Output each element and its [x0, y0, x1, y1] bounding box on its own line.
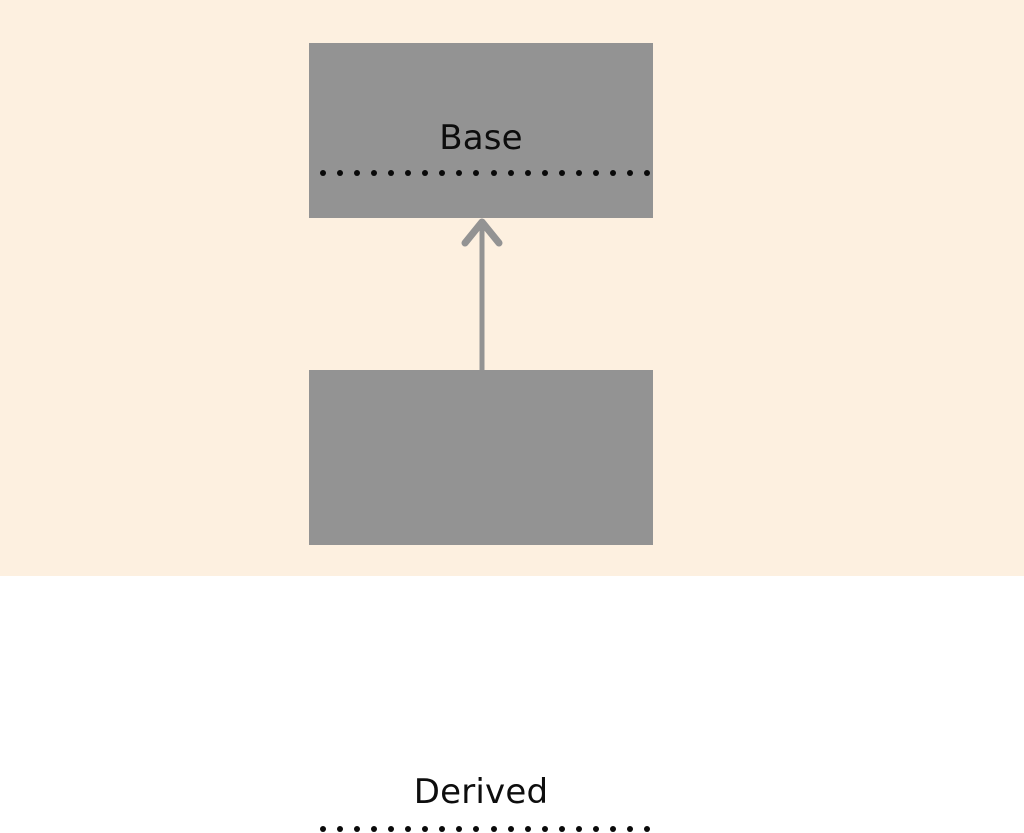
separator-dot — [405, 170, 412, 176]
separator-dot — [388, 826, 395, 832]
separator-dot — [626, 826, 633, 832]
separator-dot — [575, 826, 582, 832]
separator-dot — [541, 170, 548, 176]
class-title-base: Base — [439, 118, 523, 158]
arrowhead-open-v-icon — [461, 218, 503, 247]
separator-dot — [473, 170, 480, 176]
separator-dot — [558, 826, 565, 832]
separator-dot — [592, 826, 599, 832]
class-title-derived: Derived — [413, 772, 549, 812]
separator-dot — [473, 826, 480, 832]
separator-dot — [320, 170, 326, 176]
separator-dot — [541, 826, 548, 832]
separator-dot — [354, 826, 361, 832]
class-node-derived[interactable]: Derived — [309, 370, 653, 832]
class-separator-base — [320, 170, 650, 177]
separator-dot — [456, 826, 463, 832]
class-node-base[interactable]: Base — [309, 43, 653, 218]
separator-dot — [456, 170, 463, 176]
separator-dot — [490, 170, 497, 176]
separator-dot — [558, 170, 565, 176]
separator-dot — [354, 170, 361, 176]
separator-dot — [575, 170, 582, 176]
separator-dot — [371, 170, 378, 176]
separator-dot — [337, 826, 344, 832]
separator-dot — [644, 826, 650, 832]
separator-dot — [439, 170, 446, 176]
connector-layer — [461, 218, 503, 371]
class-separator-derived — [320, 826, 650, 833]
separator-dot — [337, 170, 344, 176]
separator-dot — [524, 170, 531, 176]
generalization-connector[interactable] — [461, 218, 503, 371]
separator-dot — [524, 826, 531, 832]
separator-dot — [422, 170, 429, 176]
separator-dot — [644, 170, 650, 176]
separator-dot — [388, 170, 395, 176]
separator-dot — [507, 170, 514, 176]
separator-dot — [592, 170, 599, 176]
separator-dot — [320, 826, 326, 832]
separator-dot — [626, 170, 633, 176]
separator-dot — [422, 826, 429, 832]
separator-dot — [490, 826, 497, 832]
separator-dot — [371, 826, 378, 832]
separator-dot — [609, 170, 616, 176]
separator-dot — [609, 826, 616, 832]
separator-dot — [405, 826, 412, 832]
separator-dot — [507, 826, 514, 832]
separator-dot — [439, 826, 446, 832]
